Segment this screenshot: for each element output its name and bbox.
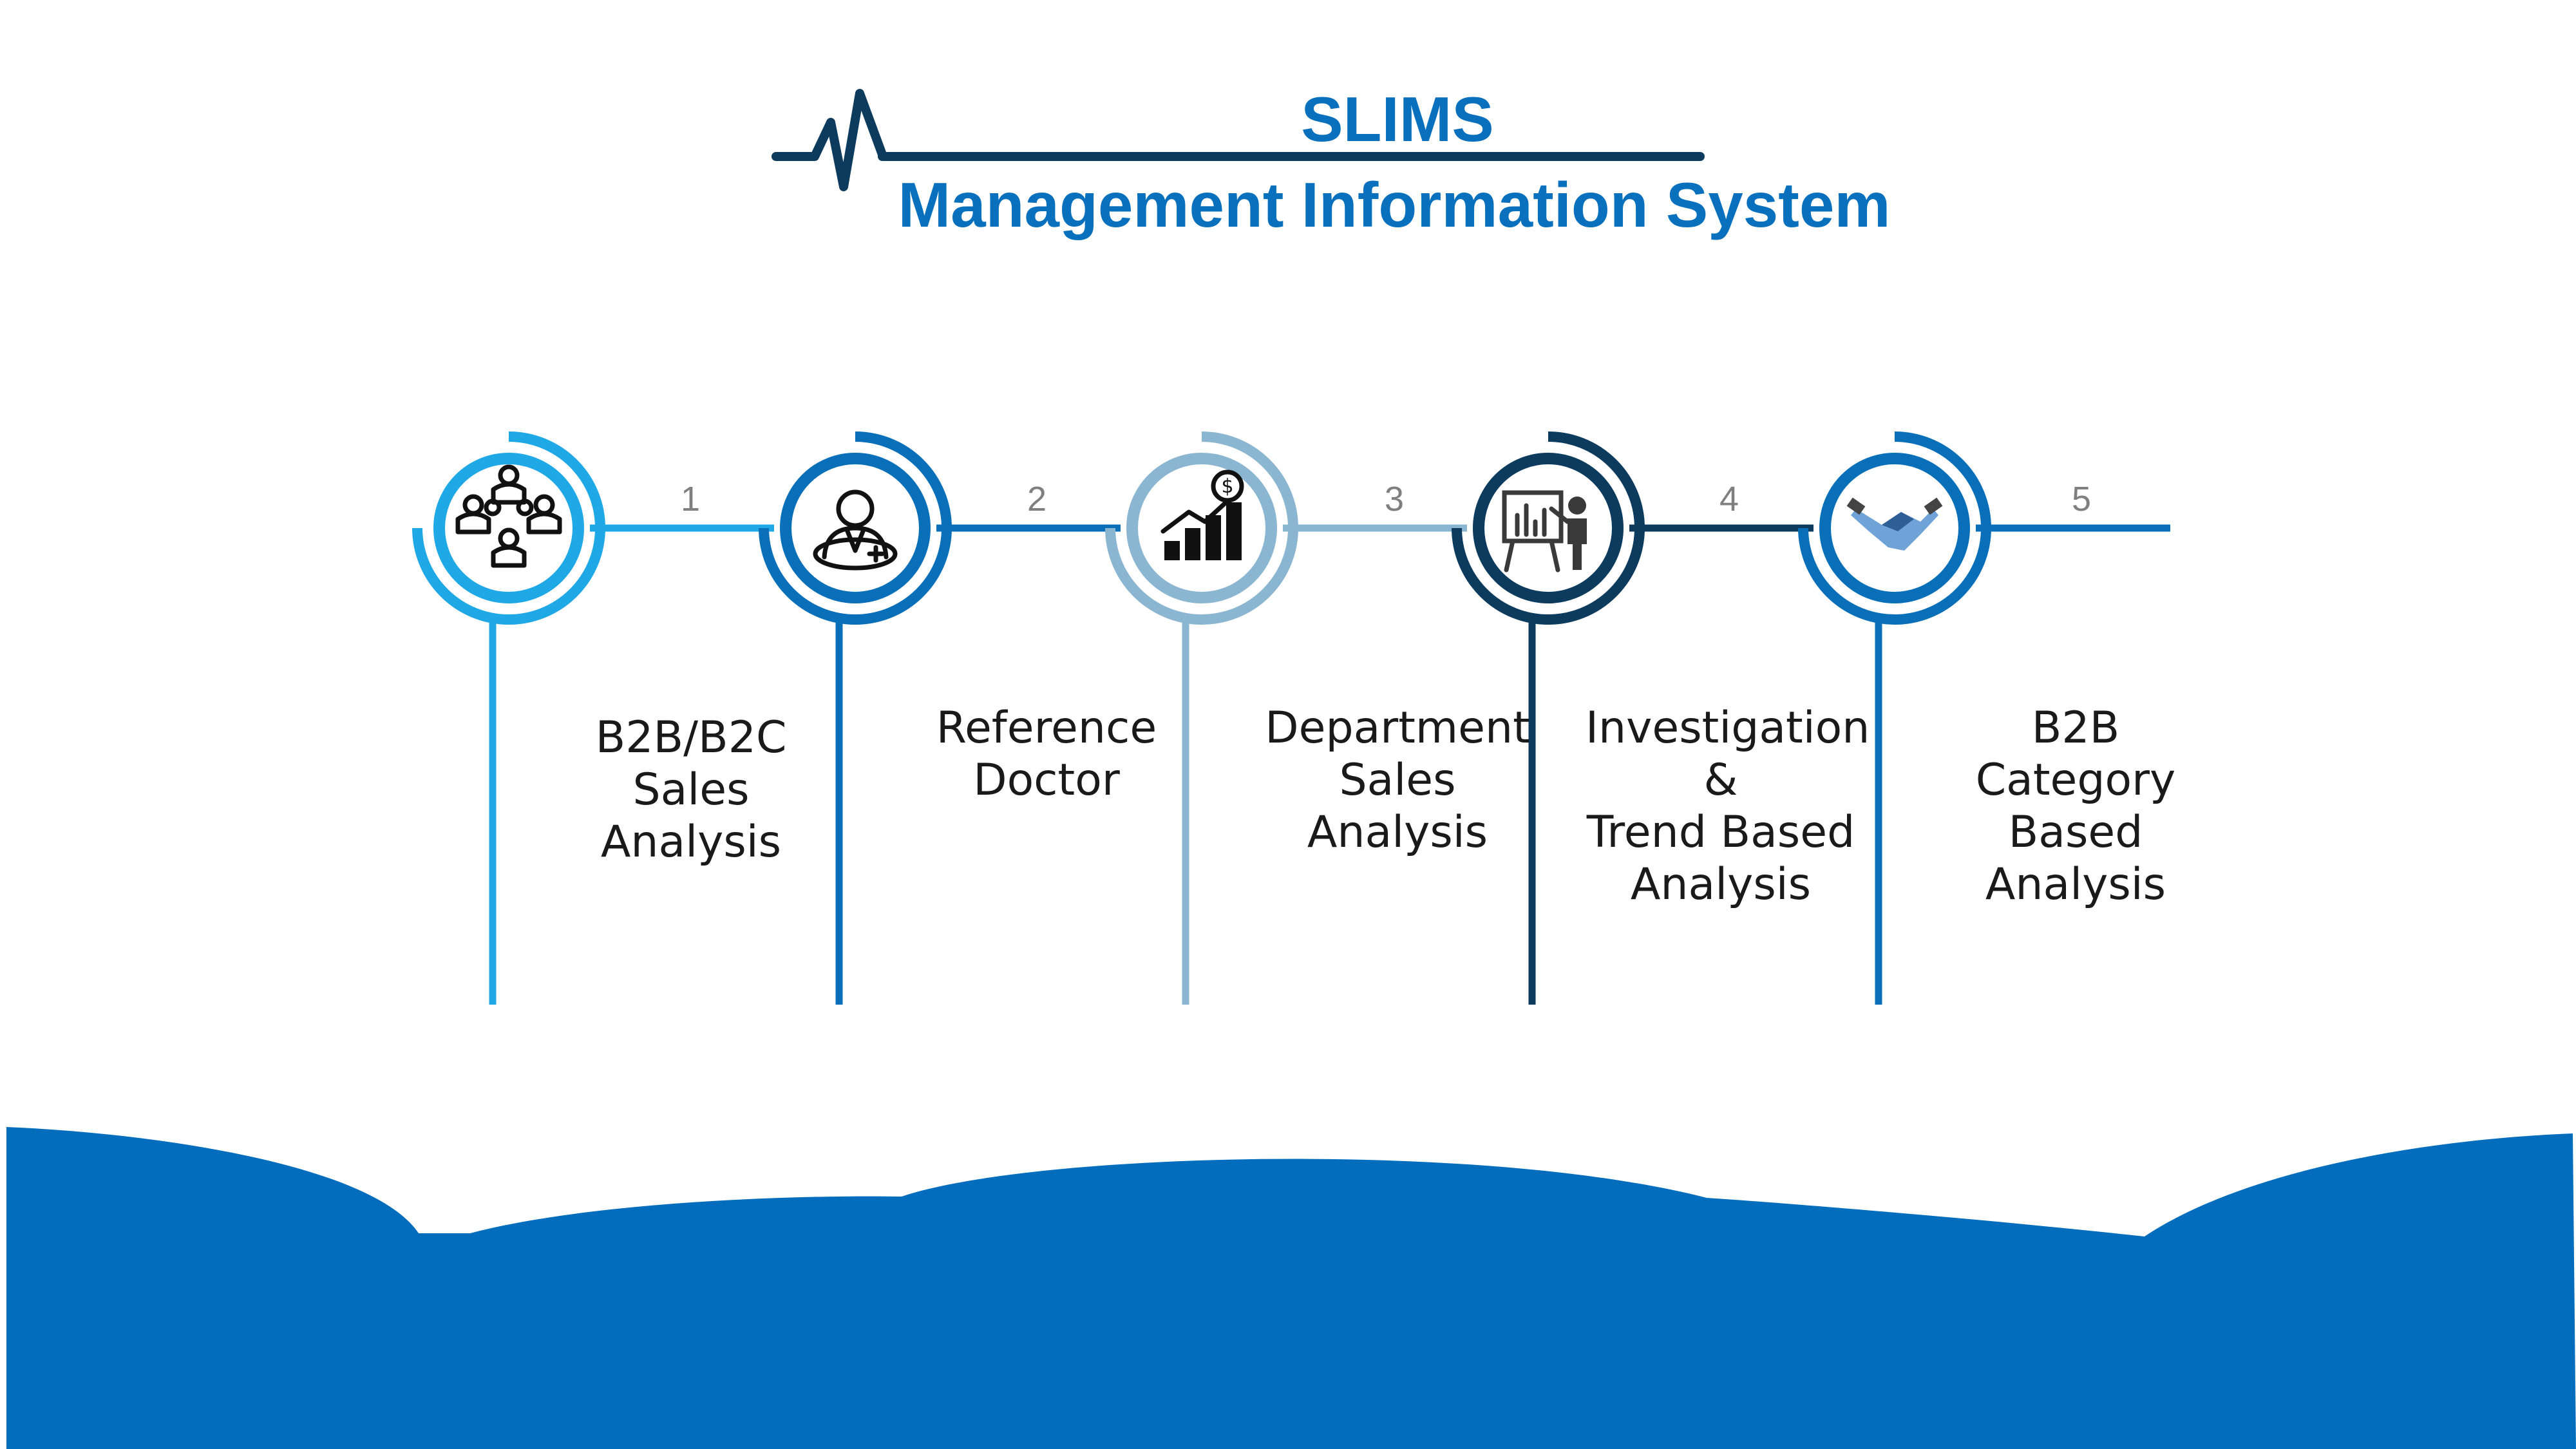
step-number: 4 (1719, 480, 1739, 518)
presentation-icon (1502, 490, 1587, 573)
step-4 (1452, 431, 1814, 1005)
step-5 (1798, 431, 2170, 1005)
handshake-icon (1846, 497, 1943, 551)
outer-arc (1105, 431, 1298, 625)
step-label-line: & (1703, 755, 1738, 806)
step-1 (412, 431, 774, 1005)
step-label-line: Analysis (600, 817, 782, 867)
step-label-line: Reference (936, 703, 1157, 753)
outer-arc (412, 431, 605, 625)
outer-arc (1798, 431, 1991, 625)
step-label-line: Analysis (1985, 859, 2166, 910)
step-number: 1 (680, 480, 701, 518)
step-label-line: Analysis (1307, 807, 1488, 858)
app-title: SLIMS (1301, 84, 1494, 155)
step-2 (759, 431, 1121, 1005)
heartbeat-line (772, 89, 1705, 191)
step-number: 5 (2071, 480, 2092, 518)
step-label-line: Category (1975, 755, 2176, 806)
people-network-icon (455, 464, 562, 568)
step-label-line: Doctor (973, 755, 1120, 806)
step-ring (1473, 453, 1624, 603)
outer-arc (759, 431, 952, 625)
step-label-line: Based (2008, 807, 2143, 858)
steps-layer: $ (412, 431, 2170, 1005)
step-label-line: Investigation (1586, 703, 1870, 753)
step-label-line: Trend Based (1586, 807, 1855, 858)
step-ring (1126, 453, 1277, 603)
bottom-wave (6, 1127, 2576, 1449)
step-number: 3 (1384, 480, 1405, 518)
doctor-icon (813, 489, 898, 571)
step-label-line: Sales (632, 764, 750, 815)
outer-arc (1452, 431, 1645, 625)
growth-chart-icon: $ (1160, 469, 1244, 560)
step-number: 2 (1027, 480, 1047, 518)
step-label-line: B2B (2031, 703, 2120, 753)
svg-text:$: $ (1221, 475, 1233, 498)
step-label-line: Analysis (1630, 859, 1812, 910)
step-label-line: B2B/B2C (595, 712, 787, 763)
step-3: $ (1105, 431, 1467, 1005)
step-label-line: Sales (1339, 755, 1456, 806)
step-label-line: Department (1265, 703, 1530, 753)
app-subtitle: Management Information System (898, 169, 1891, 240)
